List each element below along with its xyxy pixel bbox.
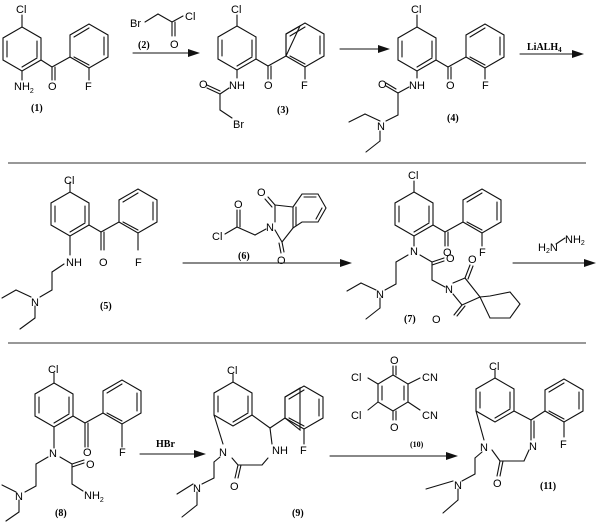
svg-text:O: O [390,422,399,434]
svg-text:F: F [300,445,307,457]
svg-text:CN: CN [422,410,438,422]
svg-text:Cl: Cl [231,4,241,16]
svg-text:O: O [199,79,208,91]
svg-text:N: N [266,222,274,234]
svg-text:O: O [86,459,95,471]
svg-text:O: O [390,355,399,367]
compound-4: Cl O NH O F N (4) [348,4,505,153]
compound-label-3: (3) [277,105,289,116]
compound-11: Cl N N F O N (11) [425,361,584,514]
compound-label-11: (11) [540,481,556,492]
svg-text:N: N [454,480,462,492]
atom-o: O [48,81,57,93]
reagent-label-2: (2) [138,40,150,51]
svg-text:O: O [443,247,452,259]
compound-label-7: (7) [404,314,416,325]
compound-8: Cl N O F O NH2 N (8) [1,364,142,522]
arrow-step-2 [339,45,390,53]
svg-text:O: O [446,253,455,265]
svg-text:N: N [31,297,39,309]
svg-text:NH: NH [66,257,82,269]
svg-text:O: O [493,478,502,490]
reagent-lialh4: LiALH4 [527,42,562,54]
compound-5: Cl NH O F N (5) [1,175,158,330]
compound-label-4: (4) [447,113,459,124]
svg-text:O: O [234,199,243,211]
svg-text:Cl: Cl [489,361,499,373]
svg-text:NH: NH [229,80,245,92]
compound-3: Cl O NH O Br (3) [199,4,302,131]
compound-label-8: (8) [55,508,67,519]
svg-text:Cl: Cl [185,11,195,23]
svg-text:O: O [99,257,108,269]
compound-label-9: (9) [292,508,304,519]
svg-text:F: F [482,80,489,92]
svg-text:O: O [277,255,286,267]
svg-text:H2N: H2N [538,242,558,255]
atom-nh2: NH2 [14,81,34,95]
reagent-2: Br Cl O (2) [130,11,195,51]
svg-text:N: N [480,442,488,454]
svg-text:O: O [468,254,477,266]
arrow-step-1 [132,49,200,57]
compound-1: Cl NH2 O F (1) [2,4,109,114]
svg-text:Cl: Cl [227,365,237,377]
svg-text:N: N [49,448,57,460]
svg-text:F: F [560,439,567,451]
reagent-hbr: HBr [156,439,175,450]
svg-text:F: F [119,447,126,459]
svg-text:Cl: Cl [351,372,361,384]
svg-text:NH2: NH2 [84,490,104,504]
svg-text:O: O [446,80,455,92]
arrow-step-6: HBr [139,439,206,458]
svg-text:F: F [479,247,486,259]
compound-label-6: (6) [238,251,250,262]
svg-text:Cl: Cl [351,410,361,422]
svg-text:O: O [230,481,239,493]
svg-text:CN: CN [422,372,438,384]
svg-text:N: N [445,284,453,296]
reagent-hydrazine: H2N NH2 [538,234,585,255]
svg-text:Cl: Cl [64,175,74,187]
svg-text:NH: NH [272,445,288,457]
svg-text:N: N [376,289,384,301]
arrow-step-3: LiALH4 [519,42,584,58]
arrow-step-7 [329,452,458,460]
compound-label-5: (5) [100,301,112,312]
svg-text:O: O [83,447,92,459]
svg-text:Br: Br [233,119,244,131]
svg-text:N: N [410,246,418,258]
compound-label-1: (1) [31,103,43,114]
compound-9: Cl N NH O N (9) [176,365,304,519]
svg-text:N: N [193,483,201,495]
svg-text:O: O [264,80,273,92]
svg-text:NH: NH [409,80,425,92]
svg-text:N: N [219,447,227,459]
svg-text:N: N [377,121,385,133]
svg-text:O: O [378,79,387,91]
svg-text:O: O [257,187,266,199]
compound-10: O O Cl Cl CN CN (10) [351,355,438,449]
arrow-step-5 [512,259,596,267]
compound-label-10: (10) [410,440,424,449]
svg-text:Cl: Cl [408,170,418,182]
svg-text:O: O [170,39,179,51]
compound-7: Cl N O F O O N O N (7) [346,170,521,326]
arrow-step-4 [182,259,352,267]
svg-text:Cl: Cl [48,364,58,376]
atom-f: F [85,81,92,93]
atom-cl: Cl [16,4,26,16]
svg-text:N: N [529,441,537,453]
svg-text:Cl: Cl [212,231,222,243]
compound-6: Cl O N O O (6) [212,187,327,267]
svg-text:O: O [432,314,441,326]
svg-text:Br: Br [130,18,141,30]
svg-text:N: N [15,491,23,503]
svg-text:F: F [301,80,308,92]
svg-text:NH2: NH2 [565,234,585,247]
svg-text:Cl: Cl [411,4,421,16]
svg-text:F: F [135,257,142,269]
